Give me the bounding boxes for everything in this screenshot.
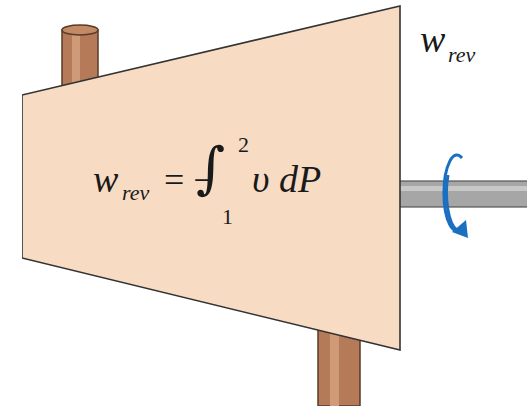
arrow-head: [452, 220, 468, 238]
equation-part: υ dP: [252, 160, 321, 198]
rotation-ring: [444, 155, 462, 231]
equation-part: 1: [222, 206, 233, 228]
shaft: [398, 181, 527, 207]
work-label: rev: [448, 44, 475, 66]
equation-part: ∫: [196, 140, 225, 196]
equation-part: w: [93, 160, 118, 198]
work-label: w: [420, 20, 445, 58]
pipe-end: [62, 25, 98, 35]
equation-part: 2: [238, 134, 249, 156]
turbine-body: wrev= −∫21υ dP: [22, 5, 402, 351]
rotation-ring: [447, 175, 457, 230]
turbine-shape: [22, 6, 400, 350]
equation-part: rev: [122, 182, 149, 204]
shaft-highlight: [398, 186, 527, 191]
